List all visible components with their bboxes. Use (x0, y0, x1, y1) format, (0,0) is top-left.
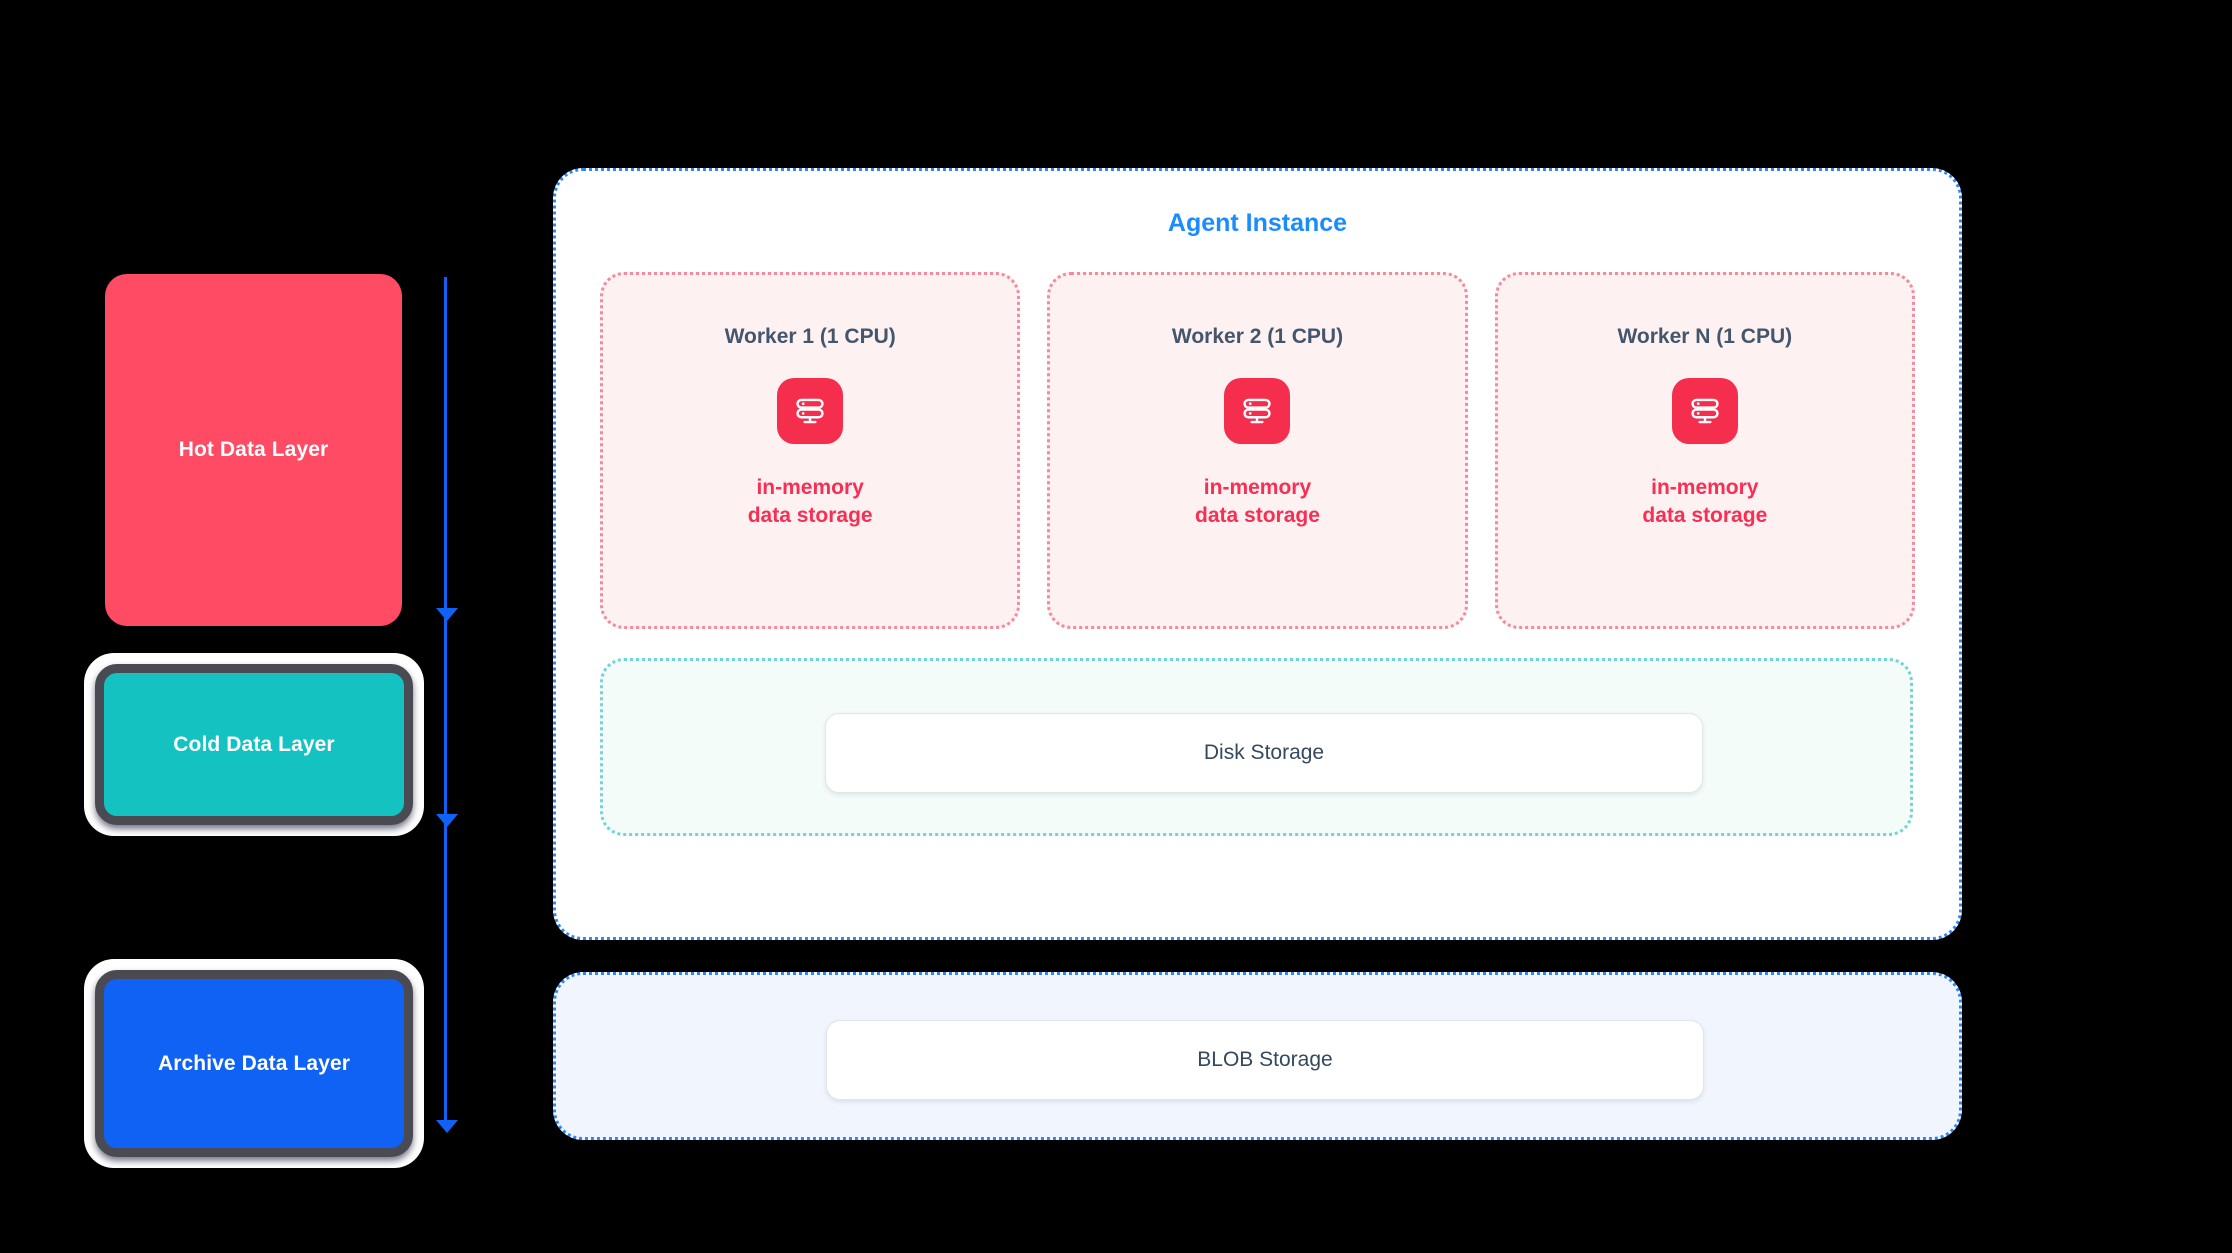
disk-storage-zone: Disk Storage (600, 658, 1913, 836)
blob-storage-zone: BLOB Storage (553, 972, 1962, 1140)
worker-card-2-title: Worker 2 (1 CPU) (1171, 325, 1344, 348)
data-layer-hot-label: Hot Data Layer (178, 438, 329, 461)
data-layer-cold-inner: Cold Data Layer (95, 664, 413, 825)
worker-card-1-subtitle-line2: data storage (747, 503, 873, 527)
arrow-down-icon (436, 1120, 458, 1133)
worker-card-n-subtitle-line1: in-memory (1651, 476, 1759, 499)
worker-card-2-subtitle-line1: in-memory (1203, 476, 1312, 499)
disk-storage-card[interactable]: Disk Storage (825, 713, 1703, 793)
connector-line-archive-to-blob (444, 822, 447, 1129)
worker-card-1-subtitle: in-memory data storage (748, 474, 873, 529)
connector-line-cold-to-archive (444, 617, 447, 822)
data-layer-archive-label: Archive Data Layer (157, 1051, 351, 1075)
worker-card-n-title: Worker N (1 CPU) (1617, 325, 1793, 348)
data-layer-cold[interactable]: Cold Data Layer (84, 653, 424, 836)
data-layer-archive[interactable]: Archive Data Layer (84, 959, 424, 1168)
database-server-icon (1671, 378, 1738, 444)
worker-card-n-subtitle-line2: data storage (1642, 503, 1768, 527)
data-layer-archive-inner: Archive Data Layer (95, 970, 413, 1157)
worker-card-1-subtitle-line1: in-memory (756, 476, 864, 499)
worker-row: Worker 1 (1 CPU) in-memory data storage … (600, 272, 1915, 629)
blob-storage-card[interactable]: BLOB Storage (826, 1020, 1704, 1100)
database-server-icon (777, 378, 844, 444)
worker-card-n[interactable]: Worker N (1 CPU) in-memory data storage (1494, 272, 1915, 629)
data-layer-cold-label: Cold Data Layer (173, 732, 335, 756)
worker-card-2-subtitle: in-memory data storage (1195, 474, 1320, 529)
data-layer-hot[interactable]: Hot Data Layer (105, 274, 402, 626)
database-server-icon (1224, 378, 1291, 444)
worker-card-1[interactable]: Worker 1 (1 CPU) in-memory data storage (600, 272, 1021, 629)
connector-line-hot-to-cold (444, 277, 447, 617)
arrow-down-icon (436, 814, 458, 827)
worker-card-1-title: Worker 1 (1 CPU) (724, 325, 896, 348)
worker-card-2[interactable]: Worker 2 (1 CPU) in-memory data storage (1047, 272, 1468, 629)
worker-card-n-subtitle: in-memory data storage (1642, 474, 1767, 529)
worker-card-2-subtitle-line2: data storage (1195, 503, 1320, 527)
arrow-down-icon (436, 608, 458, 621)
agent-instance-title: Agent Instance (1167, 209, 1348, 237)
